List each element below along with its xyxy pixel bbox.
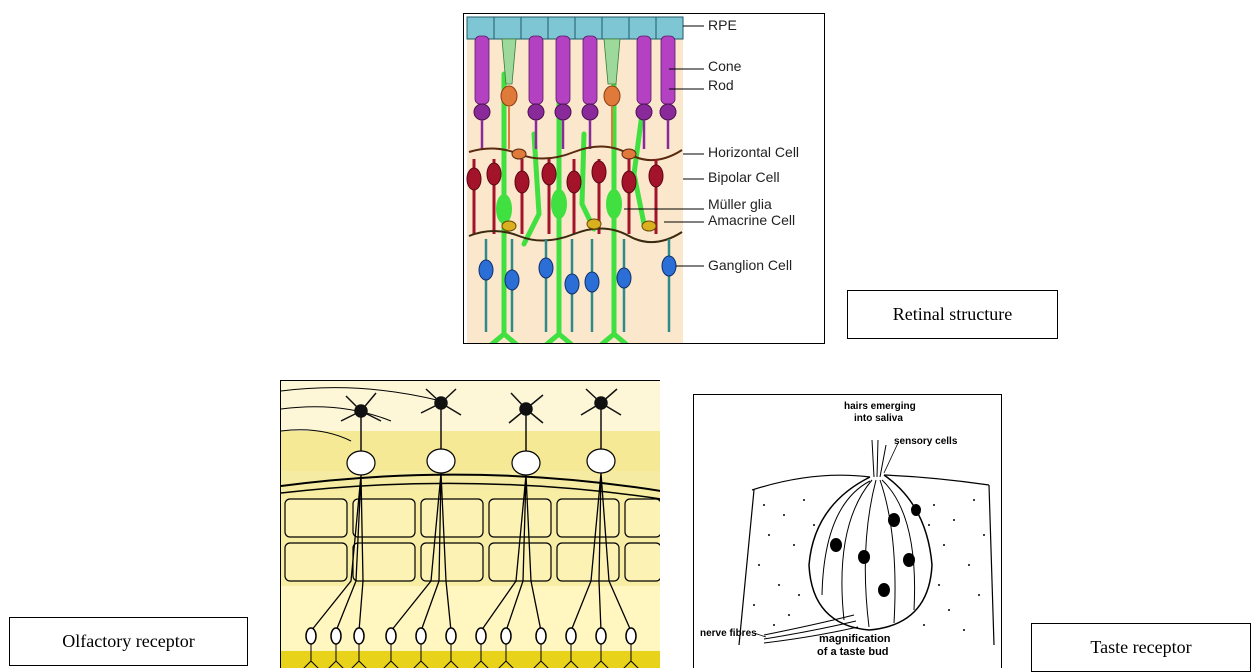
olfactory-receptor-caption: Olfactory receptor: [9, 617, 248, 666]
taste-bud-outline: [809, 475, 932, 630]
taste-receptor-caption: Taste receptor: [1031, 623, 1251, 672]
label-rod: Rod: [708, 77, 734, 93]
label-muller-glia: Müller glia: [708, 196, 772, 212]
label-cone: Cone: [708, 58, 742, 74]
retina-figure: RPE Cone Rod Horizontal Cell Bipolar Cel…: [463, 13, 825, 344]
taste-figure: hairs emerging into saliva sensory cells…: [693, 394, 1002, 668]
label-hairs-line1: hairs emerging: [844, 401, 916, 412]
retinal-structure-caption: Retinal structure: [847, 290, 1058, 339]
label-magnification-line2: of a taste bud: [817, 646, 889, 658]
taste-hairs: [872, 440, 886, 477]
label-ganglion-cell: Ganglion Cell: [708, 257, 792, 273]
label-horizontal-cell: Horizontal Cell: [708, 144, 799, 160]
cilia-layer: [281, 651, 660, 668]
olfactory-diagram: [281, 381, 660, 668]
label-rpe: RPE: [708, 17, 737, 33]
taste-diagram: hairs emerging into saliva sensory cells…: [694, 395, 1002, 668]
label-sensory-cells: sensory cells: [894, 436, 958, 447]
retina-diagram: RPE Cone Rod Horizontal Cell Bipolar Cel…: [464, 14, 825, 344]
label-bipolar-cell: Bipolar Cell: [708, 169, 780, 185]
label-hairs-line2: into saliva: [854, 413, 903, 424]
label-amacrine-cell: Amacrine Cell: [708, 212, 795, 228]
label-magnification-line1: magnification: [819, 633, 891, 645]
olfactory-figure: [280, 380, 660, 668]
label-nerve-fibres: nerve fibres: [700, 628, 757, 639]
